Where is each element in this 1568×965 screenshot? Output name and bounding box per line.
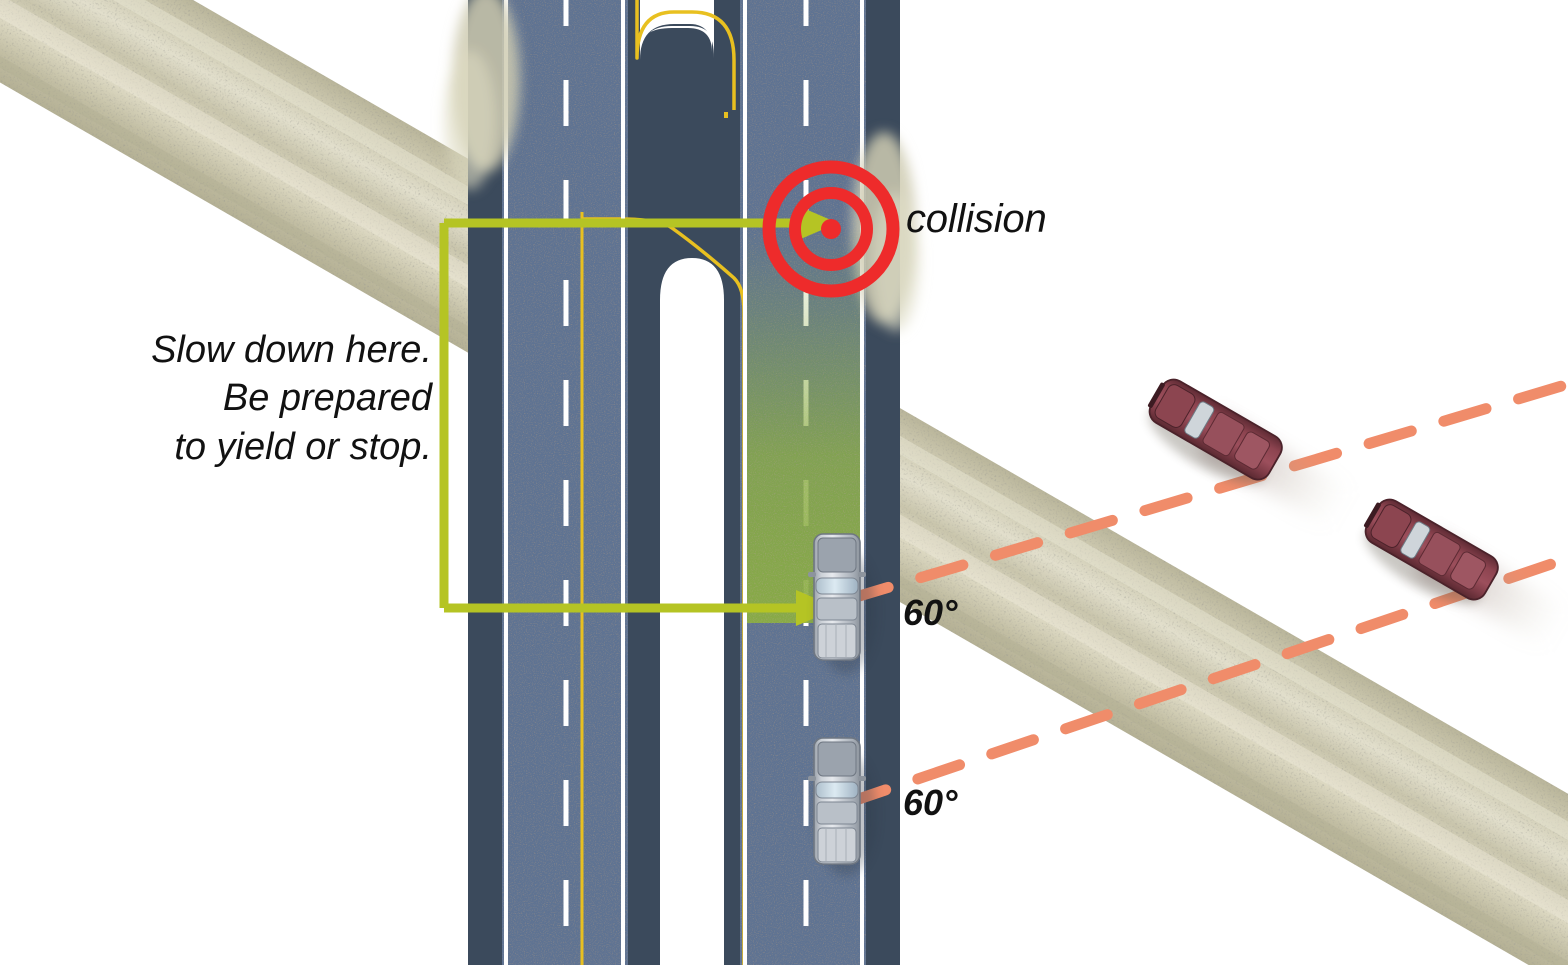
collision-center-dot — [821, 219, 841, 239]
median-crossover-main — [580, 212, 746, 965]
car-maroon-near — [1147, 378, 1352, 528]
angle-label-lower: 60° — [903, 782, 958, 823]
bracket-arrowhead-top — [796, 205, 838, 241]
median-crossover-top — [628, 0, 740, 112]
collision-label: collision — [906, 197, 1047, 241]
advice-line-3: to yield or stop. — [174, 425, 432, 468]
car-silver-near — [808, 533, 876, 674]
angle-label-upper: 60° — [903, 592, 958, 633]
car-maroon-far — [1363, 498, 1568, 648]
edge-line-left-inner — [621, 0, 625, 965]
advice-line-1: Slow down here. — [151, 329, 432, 371]
car-silver-far — [808, 737, 876, 876]
sightline-1 — [840, 378, 1568, 606]
slow-down-advice-text: Slow down here. Be prepared to yield or st… — [110, 326, 432, 471]
advice-line-2: Be prepared — [222, 377, 432, 420]
edge-line-left-outer — [504, 0, 508, 965]
collision-target — [762, 160, 900, 298]
edge-line-right-outer — [860, 0, 864, 965]
edge-line-right-inner — [743, 0, 747, 965]
